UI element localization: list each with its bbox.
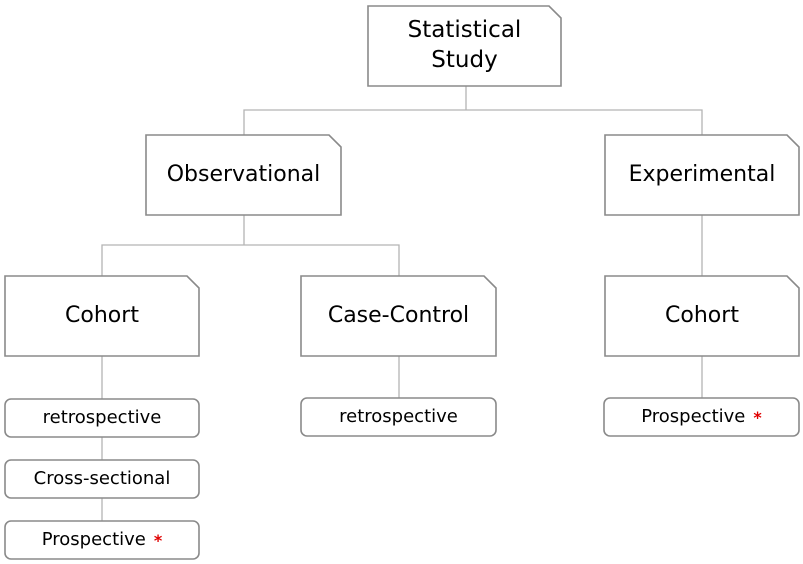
case-control-retrospective-label: retrospective bbox=[339, 406, 458, 428]
obs-prospective-label: Prospective bbox=[41, 529, 146, 551]
connector-root-branches bbox=[243, 109, 703, 135]
cross-sectional-pill-shape bbox=[4, 459, 200, 499]
statistical-study-node: Statistical Study bbox=[368, 6, 561, 86]
exp-cohort-node: Cohort bbox=[605, 276, 799, 356]
obs-prospective-asterisk: * bbox=[153, 530, 163, 550]
case-control-label: Case-Control bbox=[327, 302, 470, 328]
cross-sectional-node: Cross-sectional bbox=[5, 460, 199, 498]
exp-cohort-box-shape bbox=[604, 275, 800, 357]
case-control-retrospective-node: retrospective bbox=[301, 398, 496, 436]
statistical-study-label: Statistical Study bbox=[407, 17, 522, 73]
obs-retrospective-node: retrospective bbox=[5, 399, 199, 437]
case-control-node: Case-Control bbox=[301, 276, 496, 356]
exp-prospective-pill-shape bbox=[603, 397, 800, 437]
experimental-box-shape bbox=[604, 134, 800, 216]
obs-cohort-node: Cohort bbox=[5, 276, 199, 356]
cross-sectional-label: Cross-sectional bbox=[33, 468, 171, 490]
obs-cohort-label: Cohort bbox=[65, 302, 139, 328]
observational-node: Observational bbox=[146, 135, 341, 215]
obs-retrospective-label: retrospective bbox=[42, 407, 162, 429]
obs-cohort-box-shape bbox=[4, 275, 200, 357]
observational-label: Observational bbox=[166, 161, 321, 187]
case-control-retrospective-pill-shape bbox=[300, 397, 497, 437]
statistical-study-box-shape bbox=[367, 5, 562, 87]
experimental-node: Experimental bbox=[605, 135, 799, 215]
obs-prospective-pill-shape bbox=[4, 520, 200, 560]
exp-cohort-label: Cohort bbox=[665, 302, 739, 328]
experimental-label: Experimental bbox=[628, 161, 776, 187]
connectors bbox=[101, 86, 703, 521]
observational-box-shape bbox=[145, 134, 342, 216]
obs-retrospective-pill-shape bbox=[4, 398, 200, 438]
case-control-box-shape bbox=[300, 275, 497, 357]
obs-prospective-node: Prospective * bbox=[5, 521, 199, 559]
exp-prospective-label: Prospective bbox=[641, 406, 746, 428]
exp-prospective-node: Prospective * bbox=[604, 398, 799, 436]
box-shapes bbox=[4, 5, 800, 560]
connector-observational-branches bbox=[101, 244, 400, 276]
exp-prospective-asterisk: * bbox=[753, 407, 762, 427]
